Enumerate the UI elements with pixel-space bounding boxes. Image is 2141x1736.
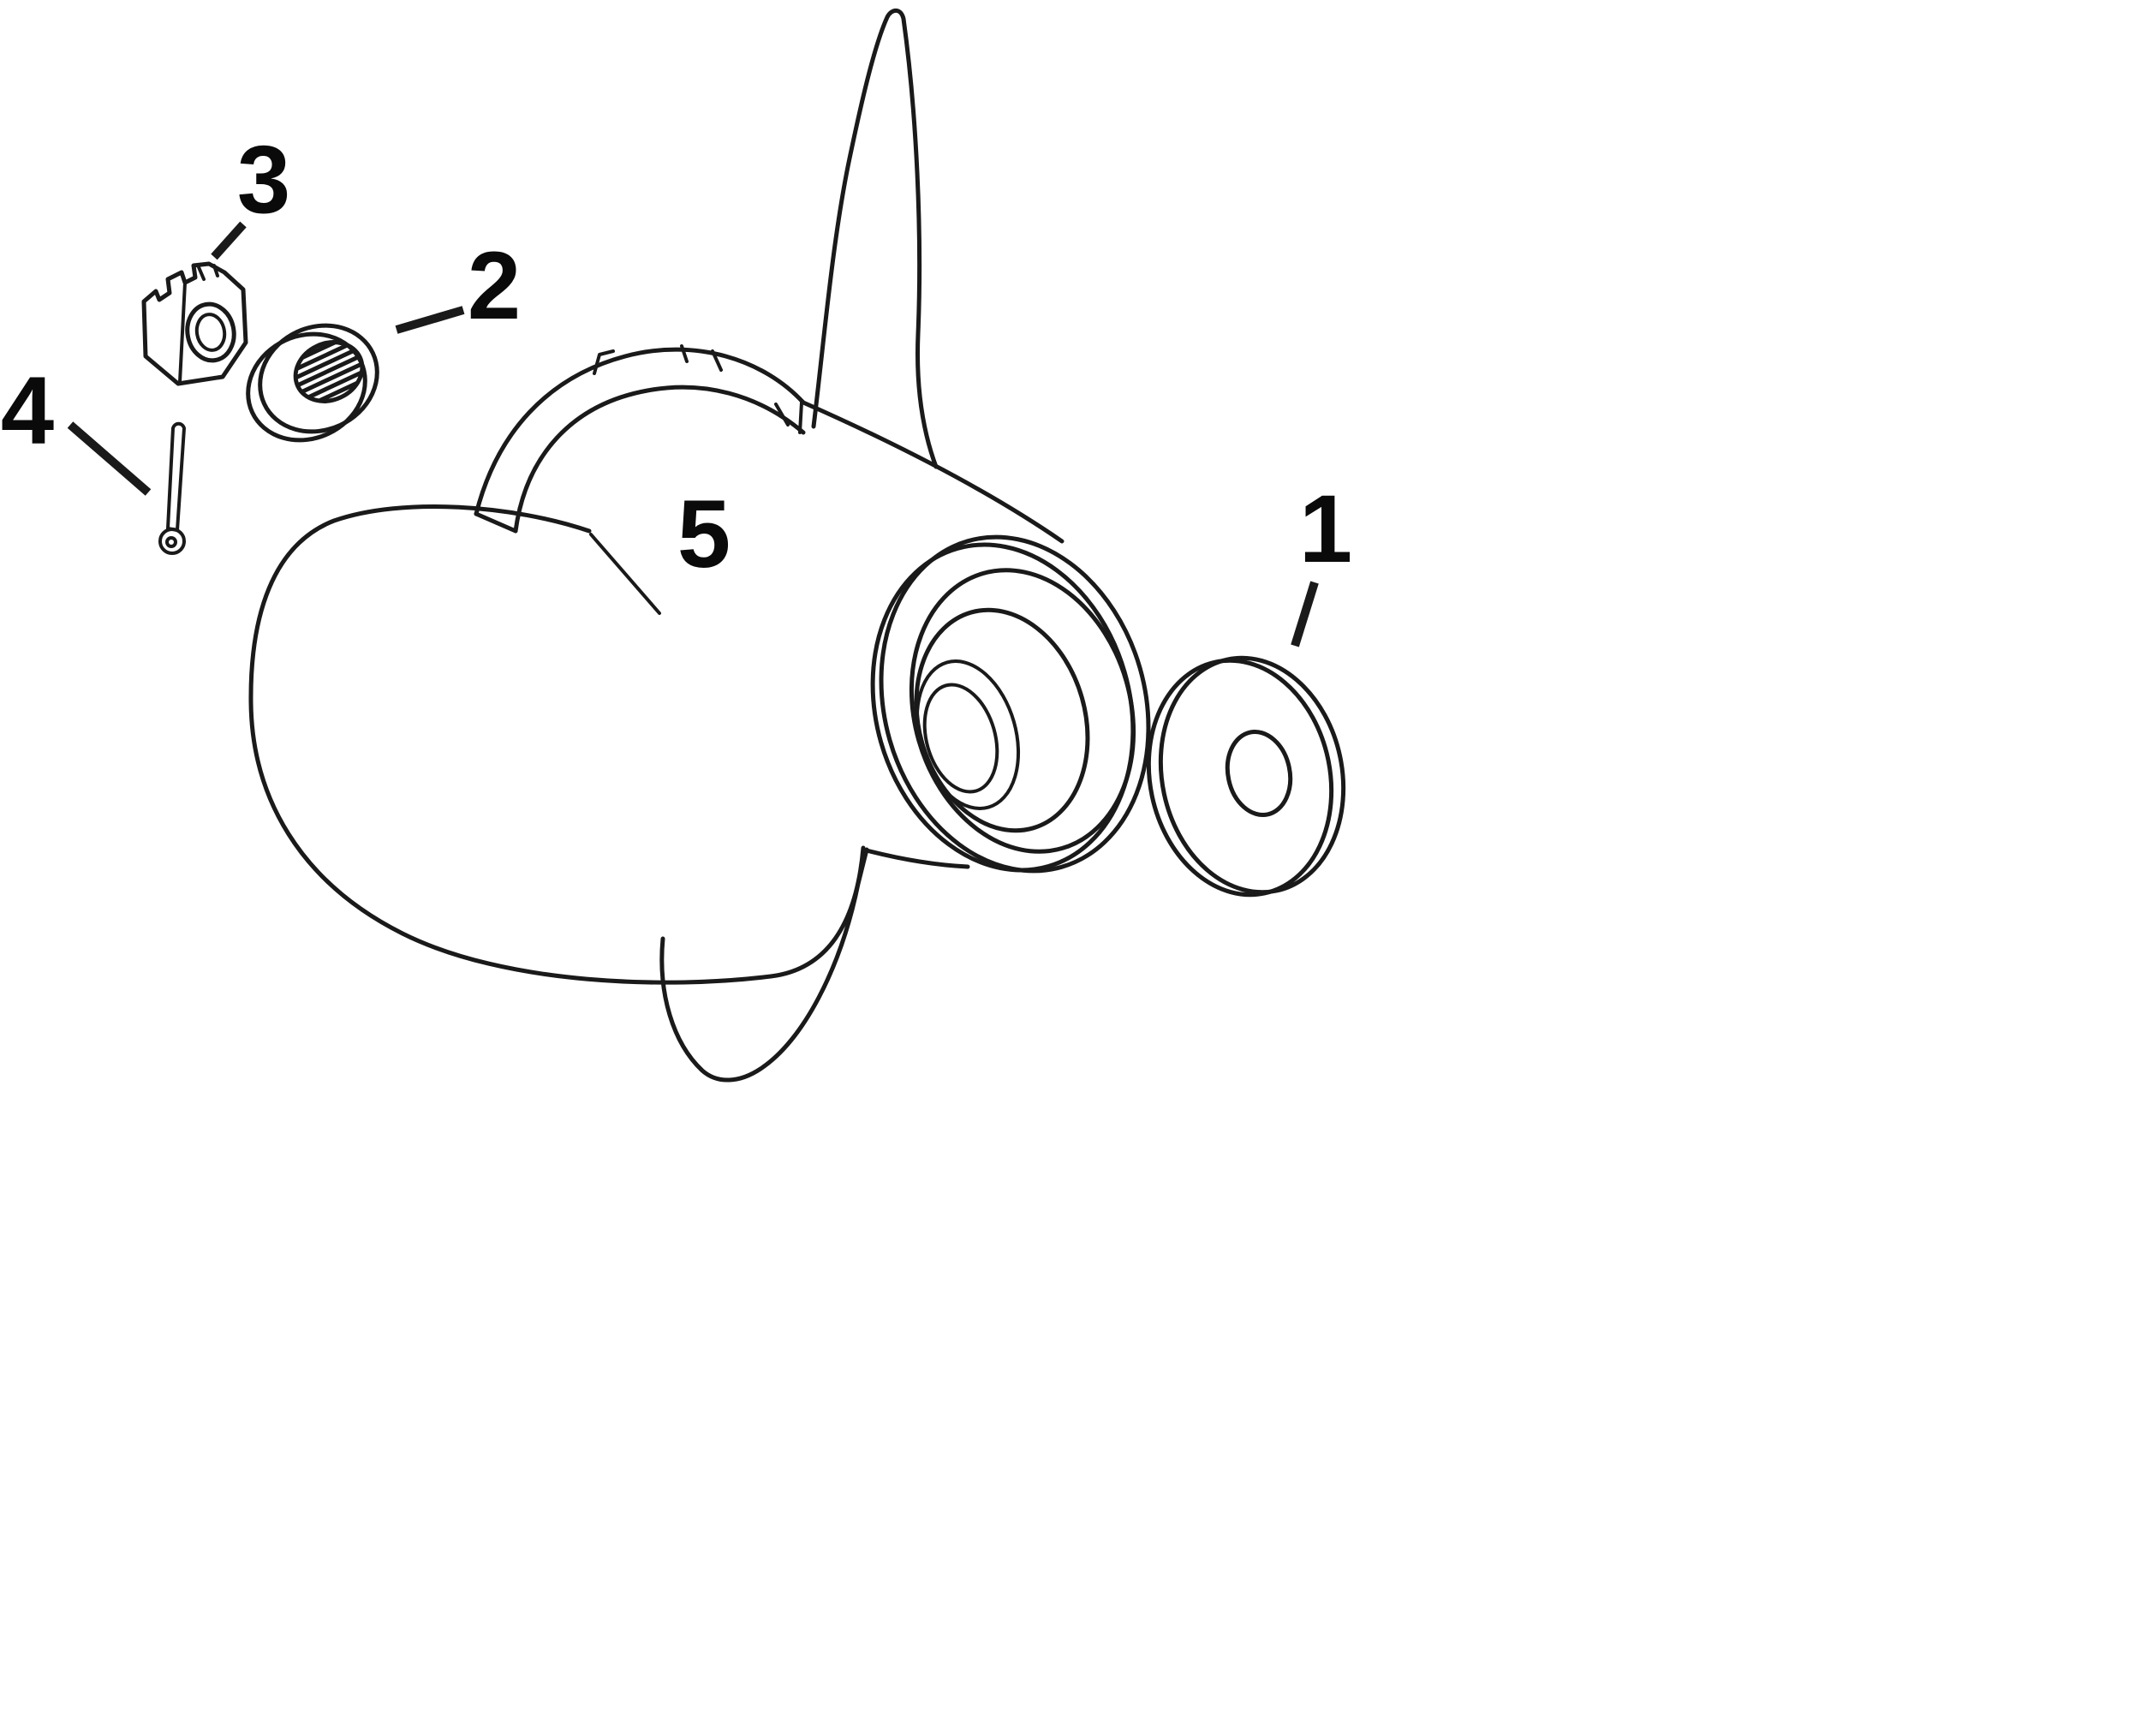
hub-rim-outer-ring xyxy=(879,534,1151,874)
propeller-bottom-blade xyxy=(659,847,869,1083)
spacer-bore xyxy=(293,340,365,403)
propeller-left-blade xyxy=(248,504,866,985)
spacer-spline-hatching xyxy=(288,333,370,410)
cotter-pin-eye-hole xyxy=(165,536,177,548)
callout-5-label: 5 xyxy=(677,480,731,588)
castle-nut-part xyxy=(141,261,248,386)
hub-inner-sleeve-inner xyxy=(922,683,999,794)
callout-2-label: 2 xyxy=(468,232,521,339)
hub-bore-ring xyxy=(914,607,1090,833)
castle-nut-facet-line xyxy=(178,281,187,384)
callout-1: 1 xyxy=(1291,475,1352,647)
propeller-collar-right-end xyxy=(798,401,803,434)
propeller-top-blade xyxy=(811,8,939,469)
castle-nut-hole-outer xyxy=(185,301,236,363)
cotter-pin-eye xyxy=(158,528,186,555)
propeller-collar-tab-3 xyxy=(711,349,723,372)
callout-5: 5 xyxy=(677,480,731,588)
cotter-pin-part xyxy=(158,421,186,555)
thrust-spacer-part xyxy=(246,323,379,443)
propeller-collar-outer-edge xyxy=(474,347,806,516)
propeller-hub-top-edge xyxy=(801,400,1065,544)
callout-1-label: 1 xyxy=(1299,475,1352,582)
washer-part xyxy=(1146,655,1346,898)
callout-3: 3 xyxy=(211,126,290,260)
washer-center-hole xyxy=(1225,729,1293,818)
callout-4-label: 4 xyxy=(1,357,54,464)
castle-nut-hole-inner xyxy=(194,313,227,352)
hub-face-ring xyxy=(909,568,1136,854)
propeller-blade-crease xyxy=(589,533,661,615)
castle-nut-slot-1 xyxy=(197,265,206,281)
callout-4: 4 xyxy=(1,357,152,496)
washer-thickness-edge xyxy=(1146,658,1334,898)
propeller-collar-tab-1 xyxy=(593,349,615,375)
hub-inner-sleeve-outer xyxy=(915,659,1021,810)
castle-nut-silhouette xyxy=(141,261,248,386)
callout-1-leader-line xyxy=(1291,581,1319,647)
spline-hatch-lines xyxy=(288,333,370,410)
propeller-collar-notch xyxy=(774,403,790,427)
cotter-pin-shaft xyxy=(166,421,186,532)
callout-2-leader-line xyxy=(395,306,465,334)
propeller-hub-bottom-edge xyxy=(861,847,970,869)
callout-4-leader-line xyxy=(67,421,152,496)
callout-2: 2 xyxy=(395,232,521,339)
propeller-collar-left-end xyxy=(474,511,518,534)
propeller-part xyxy=(248,8,1151,1083)
callout-3-leader-line xyxy=(211,221,247,260)
callout-3-label: 3 xyxy=(237,126,290,233)
propeller-collar-inner-edge xyxy=(513,385,806,534)
propeller-collar-tab-2 xyxy=(680,344,689,363)
castle-nut-slot-2 xyxy=(212,264,219,277)
